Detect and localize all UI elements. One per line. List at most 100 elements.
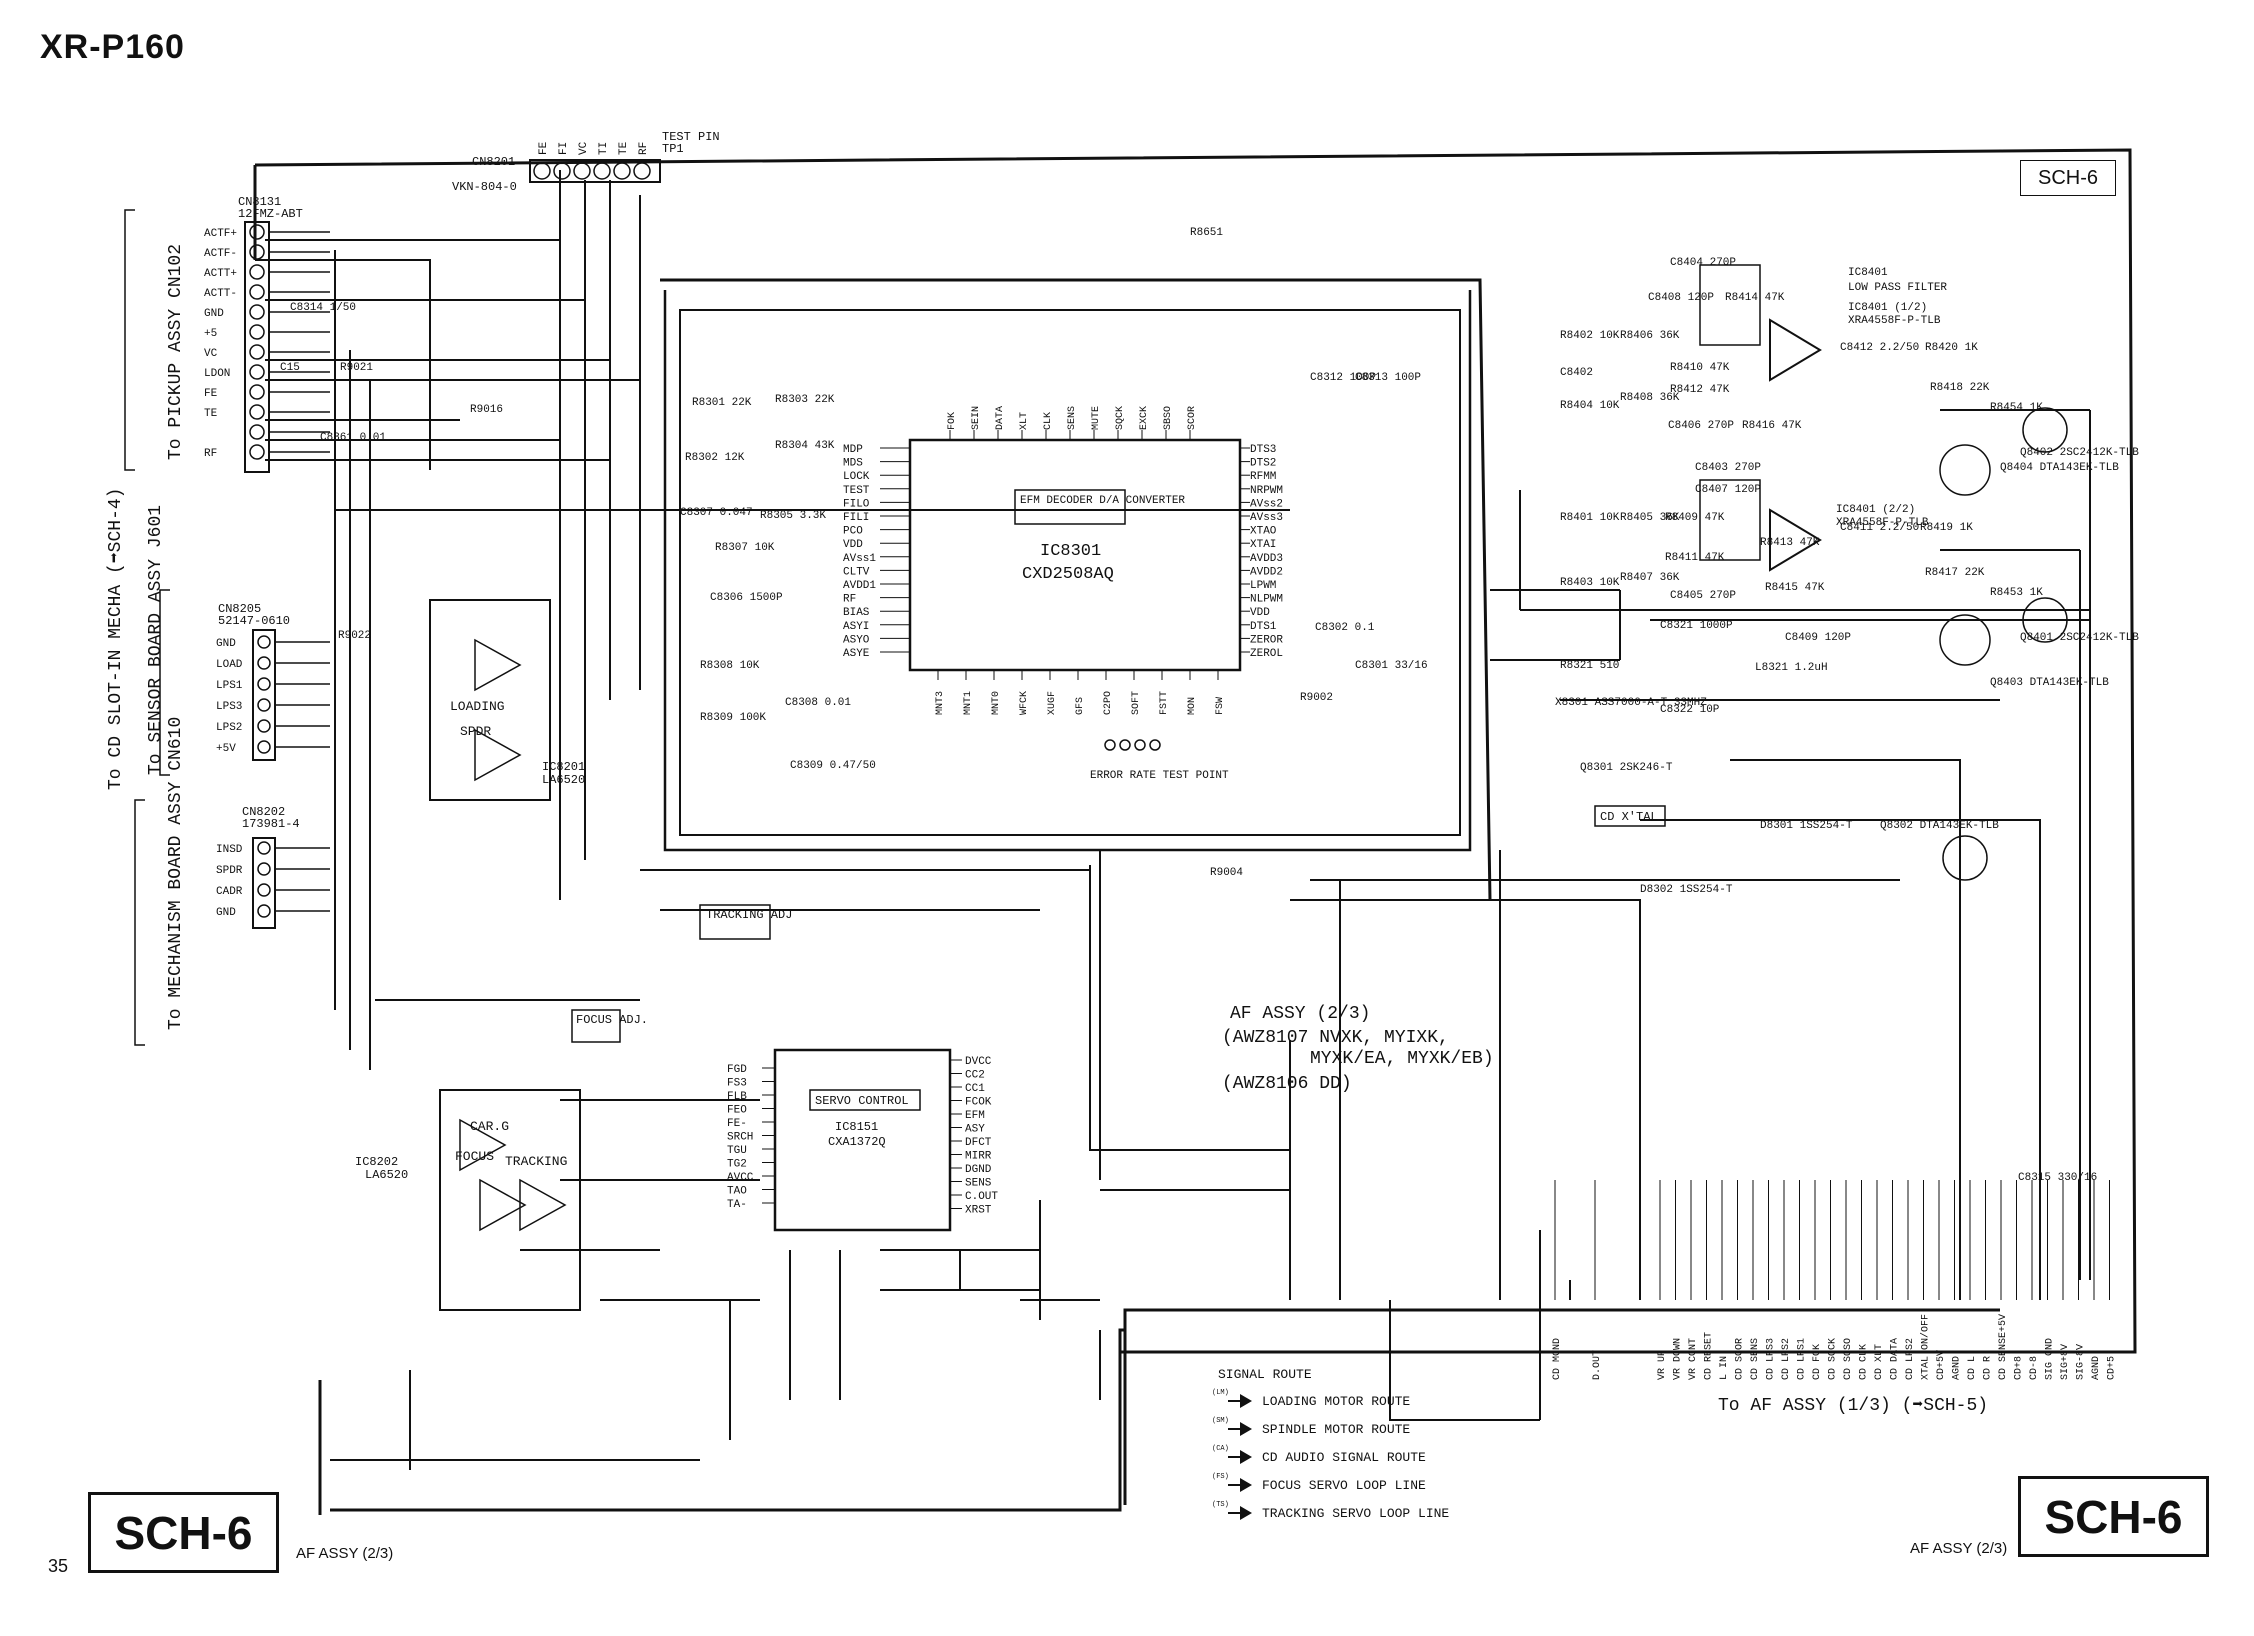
component-x8301: X8301 ASS7000-A-T 33MHZ bbox=[1555, 697, 1707, 709]
lpf-title: LOW PASS FILTER bbox=[1848, 282, 1947, 294]
efm-left-pin: MDS bbox=[843, 458, 863, 470]
bottom-pin-label: CD SENSE+5V bbox=[1998, 1314, 2009, 1380]
efm-left-pin: TEST bbox=[843, 485, 870, 497]
cn8201-pin-label: FE bbox=[538, 141, 550, 155]
component-r8409: R8409 47K bbox=[1665, 512, 1725, 524]
sch-box-right: SCH-6 bbox=[2018, 1476, 2209, 1557]
cn8202-part: 173981-4 bbox=[242, 817, 300, 831]
cn8205-ref: CN8205 bbox=[218, 602, 261, 616]
efm-top-pin: FOK bbox=[947, 412, 958, 430]
component-r8321: R8321 510 bbox=[1560, 660, 1619, 672]
pin-marker bbox=[249, 424, 265, 440]
component-d8301: D8301 1SS254-T bbox=[1760, 820, 1853, 832]
efm-right-pin: AVss3 bbox=[1250, 512, 1283, 524]
lpf-part2: IC8401 (2/2) bbox=[1836, 504, 1915, 516]
pin-marker bbox=[257, 883, 271, 897]
efm-right-pin: ZEROR bbox=[1250, 634, 1283, 646]
frame-tag: SCH-6 bbox=[2020, 160, 2116, 196]
legend-tag: (LM) bbox=[1212, 1389, 1229, 1397]
component-c8312: C8312 100P bbox=[1310, 372, 1376, 384]
component-r8308: R8308 10K bbox=[700, 660, 760, 672]
component-q8402: Q8402 2SC2412K-TLB bbox=[2020, 447, 2139, 459]
component-q8301: Q8301 2SK246-T bbox=[1580, 762, 1673, 774]
cn8202-ref: CN8202 bbox=[242, 805, 285, 819]
efm-bottom-pin: GFS bbox=[1075, 697, 1086, 715]
cn8131-pin-label: RF bbox=[204, 448, 217, 460]
cn8201-test-pin: TEST PIN bbox=[662, 130, 720, 144]
cn8201-tp: TP1 bbox=[662, 142, 684, 156]
cn8131-pin-label: VC bbox=[204, 348, 218, 360]
component-c8315: C8315 330/16 bbox=[2018, 1172, 2097, 1184]
legend-arrow-icon bbox=[1228, 1506, 1252, 1520]
component-c8307: C8307 0.047 bbox=[680, 507, 753, 519]
efm-left-pin: FILI bbox=[843, 512, 869, 524]
legend-text: LOADING MOTOR ROUTE bbox=[1262, 1394, 1410, 1409]
bottom-pin-label: CD L bbox=[1967, 1356, 1978, 1380]
servo-label: SERVO CONTROL bbox=[815, 1094, 909, 1108]
legend-arrow-icon bbox=[1228, 1394, 1252, 1408]
efm-right-pin: NRPWM bbox=[1250, 485, 1283, 497]
efm-label: EFM DECODER D/A CONVERTER bbox=[1020, 495, 1185, 507]
efm-left-pin: FILO bbox=[843, 498, 870, 510]
servo-right-pin: XRST bbox=[965, 1205, 992, 1217]
component-r8410: R8410 47K bbox=[1670, 362, 1730, 374]
bottom-pin-label: VR DOWN bbox=[1673, 1338, 1684, 1380]
component-c8408: C8408 120P bbox=[1648, 292, 1714, 304]
bottom-pin-label: CD LPS2 bbox=[1781, 1338, 1792, 1380]
caption-left: AF ASSY (2/3) bbox=[296, 1545, 394, 1562]
efm-top-pin: SQCK bbox=[1115, 406, 1126, 430]
cn8205-pin-label: LPS1 bbox=[216, 680, 243, 692]
cd-xtal-label: CD X'TAL bbox=[1600, 810, 1658, 824]
to-af-label: To AF ASSY (1/3) (➡SCH-5) bbox=[1718, 1396, 1988, 1416]
bottom-pin-label: AGND bbox=[2091, 1356, 2102, 1380]
bottom-pin-label: CD CLK bbox=[1859, 1344, 1870, 1380]
efm-bottom-pin: XUGF bbox=[1047, 691, 1058, 715]
legend-title: SIGNAL ROUTE bbox=[1218, 1367, 1312, 1382]
pin-marker bbox=[249, 264, 265, 280]
pin-marker bbox=[257, 719, 271, 733]
efm-left-pin: AVss1 bbox=[843, 553, 876, 565]
servo-right-pin: MIRR bbox=[965, 1151, 992, 1163]
bottom-pin-label: CD LPS1 bbox=[1797, 1338, 1808, 1380]
cn8131-ref: CN8131 bbox=[238, 195, 281, 209]
component-q8401: Q8401 2SC2412K-TLB bbox=[2020, 632, 2139, 644]
tracking-block: TRACKING bbox=[505, 1154, 567, 1169]
legend-text: SPINDLE MOTOR ROUTE bbox=[1262, 1422, 1410, 1437]
servo-left-pin: TG2 bbox=[727, 1159, 747, 1171]
efm-bottom-pin: WFCK bbox=[1019, 691, 1030, 715]
efm-top-pin: SENS bbox=[1067, 406, 1078, 430]
caption-right: AF ASSY (2/3) bbox=[1910, 1540, 2008, 1557]
bottom-pin-label: L IN bbox=[1719, 1356, 1730, 1380]
efm-right-pin: LPWM bbox=[1250, 580, 1276, 592]
sch-box-left-label: SCH-6 bbox=[114, 1506, 253, 1559]
component-r8301: R8301 22K bbox=[692, 397, 752, 409]
component-r8304: R8304 43K bbox=[775, 440, 835, 452]
cn8201-pin-label: TI bbox=[598, 142, 610, 155]
servo-left-pin: FE- bbox=[727, 1118, 747, 1130]
component-c15: C15 bbox=[280, 362, 300, 374]
efm-left-pin: MDP bbox=[843, 444, 863, 456]
component-r8411: R8411 47K bbox=[1665, 552, 1725, 564]
bottom-pin-label: SIG-8V bbox=[2076, 1344, 2087, 1380]
ic8202-ref: IC8202 bbox=[355, 1155, 398, 1169]
servo-right-pin: FCOK bbox=[965, 1097, 992, 1109]
component-r8302: R8302 12K bbox=[685, 452, 745, 464]
servo-right-pin: DVCC bbox=[965, 1056, 992, 1068]
bottom-pin-label: XTAL ON/OFF bbox=[1920, 1314, 1932, 1380]
component-c8302: C8302 0.1 bbox=[1315, 622, 1375, 634]
servo-right-pin: DFCT bbox=[965, 1137, 992, 1149]
lpf-ref: IC8401 bbox=[1848, 267, 1888, 279]
efm-left-pin: PCO bbox=[843, 526, 863, 538]
bottom-pin-label: CD LPS2 bbox=[1905, 1338, 1916, 1380]
servo-left-pin: AVCC bbox=[727, 1172, 754, 1184]
efm-bottom-pin: FSTT bbox=[1159, 691, 1170, 715]
efm-right-pin: ZEROL bbox=[1250, 648, 1283, 660]
cn8202-pin-label: INSD bbox=[216, 844, 243, 856]
pin-marker bbox=[249, 244, 265, 260]
cn8205-pin-label: GND bbox=[216, 638, 236, 650]
component-d8302: D8302 1SS254-T bbox=[1640, 884, 1733, 896]
component-r8419: R8419 1K bbox=[1920, 522, 1973, 534]
